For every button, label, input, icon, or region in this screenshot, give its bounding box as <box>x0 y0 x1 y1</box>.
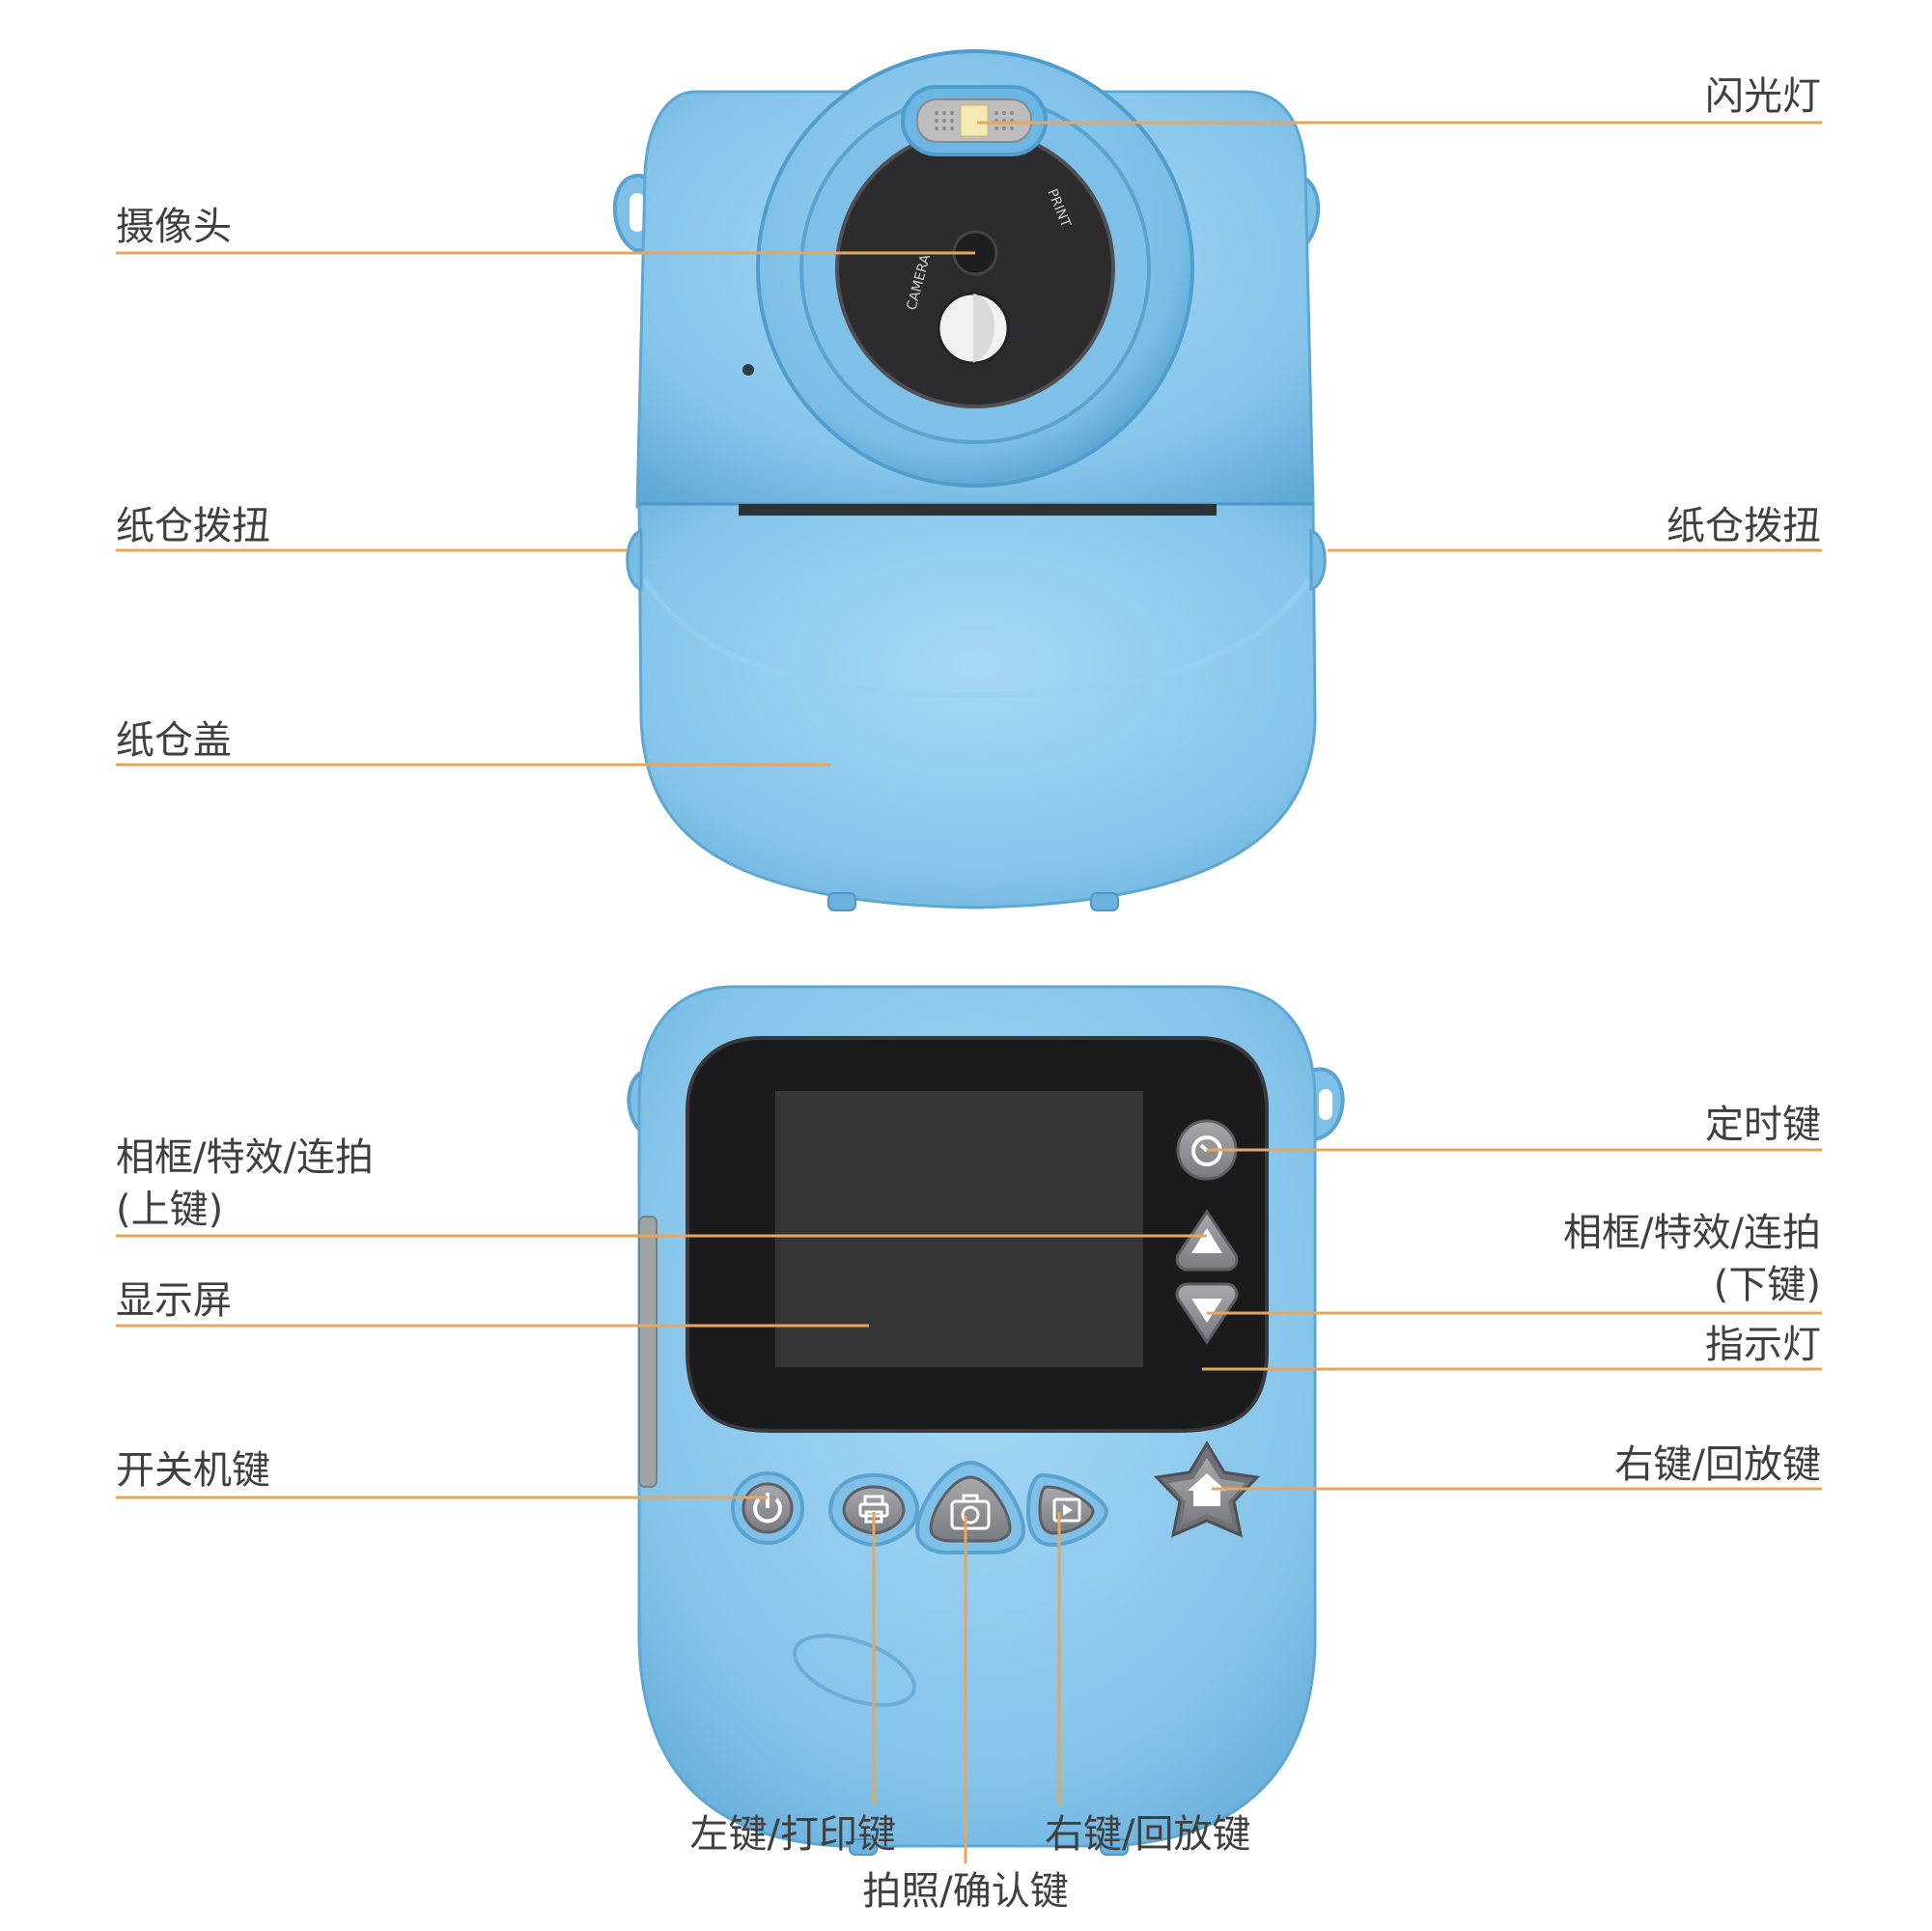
side-switch <box>638 1216 658 1488</box>
label-frame-down-line1: 相框/特效/连拍 <box>1563 1211 1821 1255</box>
paper-knob-right-shape <box>1309 529 1327 591</box>
paper-knob-left-shape <box>626 529 643 591</box>
embossed-oval <box>793 1634 916 1707</box>
display-screen <box>775 1091 1143 1367</box>
power-icon <box>753 1493 782 1524</box>
shutter-confirm-key[interactable] <box>914 1460 1026 1554</box>
label-indicator: 指示灯 <box>1705 1323 1821 1367</box>
triangle-down-icon <box>1191 1299 1222 1323</box>
label-flash: 闪光灯 <box>1705 74 1821 119</box>
label-display: 显示屏 <box>116 1278 232 1323</box>
home-key[interactable] <box>1153 1441 1261 1538</box>
paper-compartment-cover <box>637 502 1317 910</box>
label-right-playback-key: 右键/回放键 <box>1045 1812 1251 1857</box>
label-frame-up-line2: (上键) <box>116 1188 224 1232</box>
front-view: CAMERA PRINT <box>612 49 1327 911</box>
label-frame-down-line2: (下键) <box>1713 1263 1821 1307</box>
label-left-print-key: 左键/打印键 <box>689 1812 896 1857</box>
triangle-up-icon <box>1191 1228 1222 1253</box>
back-view <box>627 985 1345 1856</box>
home-icon <box>1188 1473 1226 1506</box>
left-print-key[interactable] <box>827 1472 920 1548</box>
label-right-playback-side: 右键/回放键 <box>1614 1442 1821 1487</box>
label-paper-cover: 纸仓盖 <box>116 718 232 763</box>
leader-lines <box>116 121 1822 1863</box>
label-power-key: 开关机键 <box>116 1448 270 1493</box>
label-shutter-confirm-key: 拍照/确认键 <box>862 1869 1069 1914</box>
play-icon <box>1052 1497 1081 1523</box>
up-key[interactable] <box>1175 1209 1239 1272</box>
camera-icon <box>950 1494 991 1530</box>
label-timer-key: 定时键 <box>1705 1103 1821 1147</box>
paper-outlet-slot <box>739 504 1217 516</box>
label-camera: 摄像头 <box>116 205 232 249</box>
right-playback-key[interactable] <box>1025 1472 1109 1548</box>
label-paper-knob-left: 纸仓拨扭 <box>116 504 270 548</box>
label-frame-up-line1: 相框/特效/连拍 <box>116 1135 374 1180</box>
power-key[interactable] <box>731 1471 804 1545</box>
label-paper-knob-right: 纸仓拨扭 <box>1666 504 1821 548</box>
